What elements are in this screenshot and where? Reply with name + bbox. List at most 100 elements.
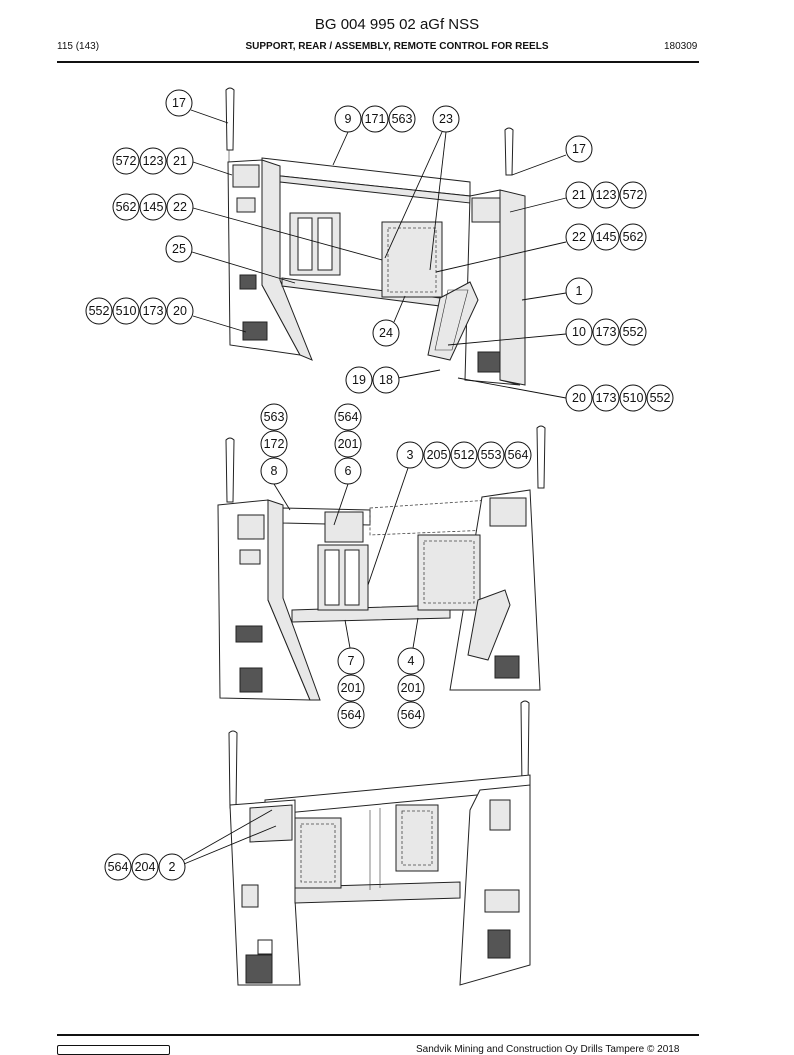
svg-text:562: 562 (623, 230, 644, 244)
callout-bubble[interactable]: 2 (158, 853, 186, 881)
svg-text:6: 6 (345, 464, 352, 478)
svg-text:22: 22 (572, 230, 586, 244)
svg-text:172: 172 (264, 437, 285, 451)
callout-bubble[interactable]: 173 (592, 384, 620, 412)
callout-bubble[interactable]: 564 (397, 701, 425, 729)
callout-bubble[interactable]: 21 (166, 147, 194, 175)
svg-text:21: 21 (173, 154, 187, 168)
callout-bubble[interactable]: 172 (260, 430, 288, 458)
callout-bubble[interactable]: 564 (337, 701, 365, 729)
callout-bubble[interactable]: 563 (388, 105, 416, 133)
callout-bubble[interactable]: 20 (166, 297, 194, 325)
callout-bubble[interactable]: 552 (619, 318, 647, 346)
callout-bubble[interactable]: 21 (565, 181, 593, 209)
callout-bubble[interactable]: 17 (565, 135, 593, 163)
callout-bubble[interactable]: 572 (619, 181, 647, 209)
callout-bubble[interactable]: 22 (166, 193, 194, 221)
callout-bubble[interactable]: 23 (432, 105, 460, 133)
callout-bubble[interactable]: 204 (131, 853, 159, 881)
svg-text:4: 4 (408, 654, 415, 668)
callout-bubbles-view-1: 17 9 171 563 23 572 123 21 17 562 145 22… (85, 89, 674, 412)
leader-lines-view-3 (183, 809, 277, 865)
svg-text:201: 201 (401, 681, 422, 695)
callout-bubble[interactable]: 123 (592, 181, 620, 209)
callout-bubble[interactable]: 564 (104, 853, 132, 881)
callout-bubble[interactable]: 173 (592, 318, 620, 346)
callout-bubble[interactable]: 564 (334, 403, 362, 431)
svg-text:562: 562 (116, 200, 137, 214)
svg-text:564: 564 (341, 708, 362, 722)
callout-bubble[interactable]: 552 (85, 297, 113, 325)
svg-text:173: 173 (143, 304, 164, 318)
page-number: 115 (143) (57, 41, 100, 52)
svg-text:564: 564 (401, 708, 422, 722)
callout-bubble[interactable]: 201 (337, 674, 365, 702)
svg-text:510: 510 (623, 391, 644, 405)
callout-bubble[interactable]: 4 (397, 647, 425, 675)
callout-bubbles-view-3: 564 204 2 (104, 853, 186, 881)
callout-bubble[interactable]: 201 (334, 430, 362, 458)
svg-text:3: 3 (407, 448, 414, 462)
callout-bubble[interactable]: 3 (396, 441, 424, 469)
svg-text:553: 553 (481, 448, 502, 462)
svg-text:145: 145 (143, 200, 164, 214)
svg-text:204: 204 (135, 860, 156, 874)
svg-text:173: 173 (596, 325, 617, 339)
svg-text:19: 19 (352, 373, 366, 387)
callout-bubble[interactable]: 20 (565, 384, 593, 412)
callout-bubble[interactable]: 145 (592, 223, 620, 251)
svg-text:2: 2 (169, 860, 176, 874)
svg-text:512: 512 (454, 448, 475, 462)
svg-text:20: 20 (173, 304, 187, 318)
callout-bubble[interactable]: 9 (334, 105, 362, 133)
assembly-view-2 (217, 425, 546, 701)
callout-bubble[interactable]: 24 (372, 319, 400, 347)
svg-text:563: 563 (392, 112, 413, 126)
callout-bubble[interactable]: 25 (165, 235, 193, 263)
callout-bubble[interactable]: 7 (337, 647, 365, 675)
svg-text:572: 572 (116, 154, 137, 168)
svg-text:123: 123 (143, 154, 164, 168)
svg-text:20: 20 (572, 391, 586, 405)
callout-bubble[interactable]: 553 (477, 441, 505, 469)
svg-text:563: 563 (264, 410, 285, 424)
svg-text:201: 201 (341, 681, 362, 695)
callout-bubble[interactable]: 17 (165, 89, 193, 117)
svg-text:22: 22 (173, 200, 187, 214)
callout-bubble[interactable]: 145 (139, 193, 167, 221)
svg-text:564: 564 (508, 448, 529, 462)
svg-text:171: 171 (365, 112, 386, 126)
callout-bubble[interactable]: 173 (139, 297, 167, 325)
svg-text:564: 564 (338, 410, 359, 424)
svg-text:10: 10 (572, 325, 586, 339)
callout-bubble[interactable]: 123 (139, 147, 167, 175)
callout-bubble[interactable]: 205 (423, 441, 451, 469)
callout-bubble[interactable]: 19 (345, 366, 373, 394)
callout-bubble[interactable]: 510 (112, 297, 140, 325)
callout-bubble[interactable]: 201 (397, 674, 425, 702)
svg-text:564: 564 (108, 860, 129, 874)
callout-bubble[interactable]: 512 (450, 441, 478, 469)
leader-lines-view-1 (190, 109, 567, 399)
svg-text:123: 123 (596, 188, 617, 202)
callout-bubble[interactable]: 6 (334, 457, 362, 485)
callout-bubble[interactable]: 572 (112, 147, 140, 175)
callout-bubble[interactable]: 562 (619, 223, 647, 251)
svg-text:552: 552 (623, 325, 644, 339)
callout-bubble[interactable]: 552 (646, 384, 674, 412)
svg-text:552: 552 (89, 304, 110, 318)
callout-bubble[interactable]: 22 (565, 223, 593, 251)
svg-text:25: 25 (172, 242, 186, 256)
callout-bubble[interactable]: 562 (112, 193, 140, 221)
callout-bubble[interactable]: 10 (565, 318, 593, 346)
callout-bubble[interactable]: 563 (260, 403, 288, 431)
callout-bubble[interactable]: 8 (260, 457, 288, 485)
callout-bubble[interactable]: 171 (361, 105, 389, 133)
svg-text:173: 173 (596, 391, 617, 405)
callout-bubble[interactable]: 564 (504, 441, 532, 469)
date-code: 180309 (664, 41, 698, 52)
callout-bubble[interactable]: 1 (565, 277, 593, 305)
callout-bubble[interactable]: 510 (619, 384, 647, 412)
callout-bubble[interactable]: 18 (372, 366, 400, 394)
